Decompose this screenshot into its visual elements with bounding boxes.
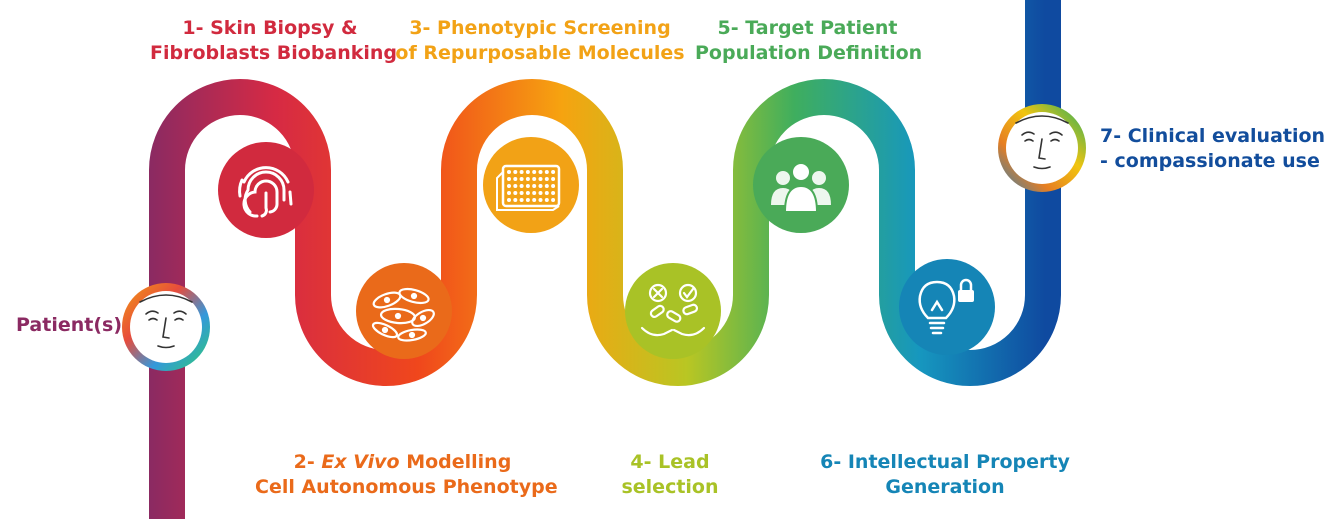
plate-well [551,191,556,195]
plate-well [513,170,518,174]
plate-well [544,170,549,174]
patient-group-icon [771,162,831,213]
plate-well [525,198,530,202]
step5-label: 5- Target Patient Population Definition [695,16,923,66]
plate-well [538,177,543,181]
step3-label: 3- Phenotypic Screening of Repurposable … [395,16,685,66]
lightbulb-lock-icon [918,278,974,335]
plate-well [507,177,511,181]
plate-well [532,177,537,181]
step6-line1: 6- Intellectual Property [820,451,1070,473]
plate-well [551,198,556,202]
plate-well [532,198,537,202]
plate-well [513,184,518,188]
plate-well [544,198,549,202]
step7-label: 7- Clinical evaluation - compassionate u… [1100,124,1325,174]
step6-label: 6- Intellectual Property Generation [820,450,1070,500]
step1-circle [218,142,314,238]
plate-well [519,177,524,181]
step2-circle [356,263,452,359]
workflow-path [149,0,1061,519]
patient-label-text: Patient(s) [16,314,123,336]
plate-well [513,177,518,181]
plate-well [513,198,518,202]
patient-face-icon [1015,115,1069,170]
step7-line2: - compassionate use [1100,150,1320,172]
plate-well [544,191,549,195]
step1-line2: Fibroblasts Biobanking [150,42,398,64]
plate-well [551,177,556,181]
plate-well [507,184,511,188]
pills-selection-icon [640,283,706,337]
step1-line1: 1- Skin Biopsy & [182,17,358,39]
step3-line2: of Repurposable Molecules [395,42,685,64]
step2-prefix: 2- [293,451,322,473]
step2-line1: 2- Ex Vivo Modelling [255,450,550,475]
step2-italic: Ex Vivo [321,451,400,473]
plate-well [519,191,524,195]
plate-well [525,184,530,188]
step3-circle [483,137,579,233]
step4-line2: selection [621,476,719,498]
patient-face-icon [139,294,193,349]
step6-circle [899,259,995,355]
step2-label: 2- Ex Vivo Modelling Cell Autonomous Phe… [255,450,558,500]
plate-well [551,170,556,174]
plate-well [538,170,543,174]
step1-label: 1- Skin Biopsy & Fibroblasts Biobanking [150,16,398,66]
plate-well [544,184,549,188]
step5-line2: Population Definition [695,42,923,64]
plate-well [551,184,556,188]
plate-well [544,177,549,181]
plate-well [519,170,524,174]
plate-well [532,170,537,174]
step5-circle [753,137,849,233]
plate-well [519,184,524,188]
plate-well [519,198,524,202]
plate-well [538,184,543,188]
plate-well [538,191,543,195]
step2-line2: Cell Autonomous Phenotype [255,476,558,498]
plate-well [532,191,537,195]
plate-well [513,191,518,195]
step3-line1: 3- Phenotypic Screening [409,17,671,39]
fingerprint-icon [238,166,293,218]
plate-well [507,191,511,195]
step4-line1: 4- Lead [630,451,710,473]
step4-circle [625,263,721,359]
plate-well [525,170,530,174]
step7-line1: 7- Clinical evaluation [1100,125,1325,147]
plate-well [507,170,511,174]
plate-well [538,198,543,202]
patient-face-end [998,104,1086,192]
plate-well [532,184,537,188]
step5-line1: 5- Target Patient [717,17,898,39]
step2-suffix: Modelling [399,451,512,473]
plate-well [525,177,530,181]
fibroblast-cells-icon [371,287,435,342]
patient-face-start [122,283,210,371]
step6-line2: Generation [885,476,1005,498]
step4-label: 4- Lead selection [600,450,740,500]
plate-well [525,191,530,195]
patient-label: Patient(s) [16,313,122,338]
well-plate-icon [496,164,561,211]
plate-well [507,198,511,202]
